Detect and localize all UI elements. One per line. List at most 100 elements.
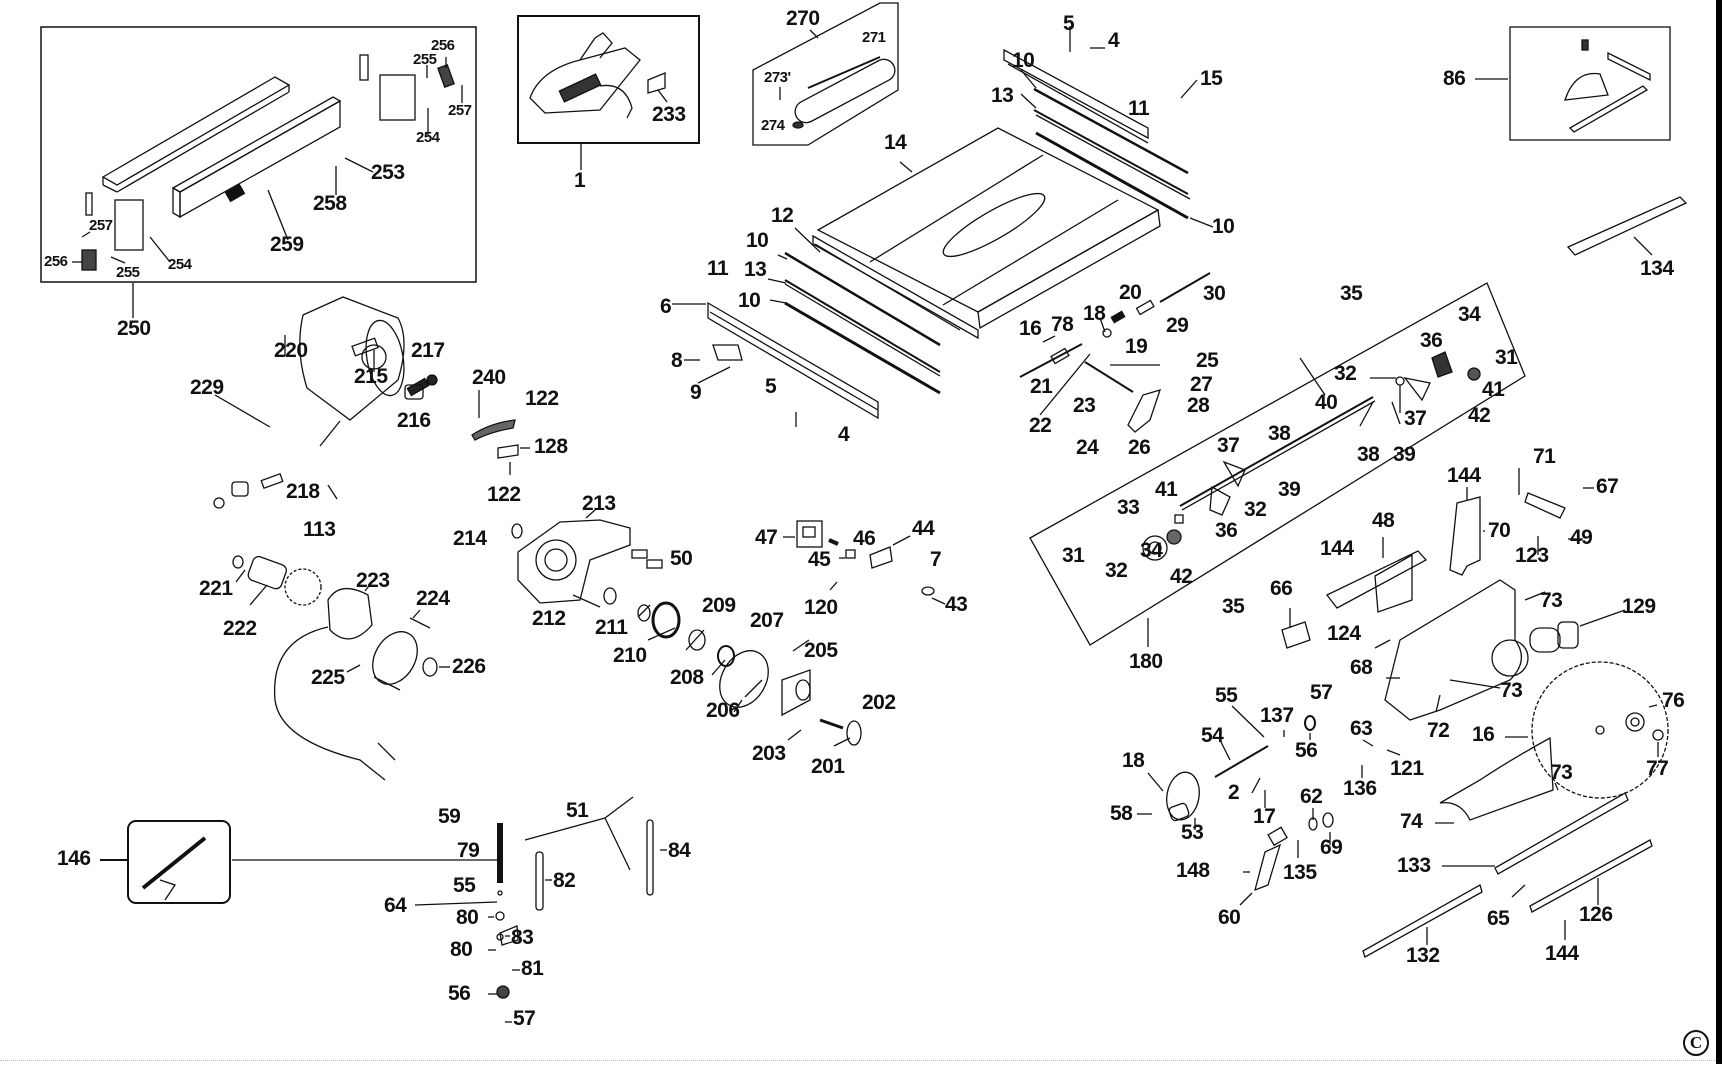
housing-218 [299, 296, 405, 421]
part-label-123: 123 [1515, 544, 1549, 567]
part-label-63: 63 [1350, 717, 1373, 740]
part-label-47: 47 [755, 526, 778, 549]
part-label-24: 24 [1076, 436, 1099, 459]
front-rails [672, 227, 941, 427]
part-label-250: 250 [117, 317, 151, 340]
part-label-1: 1 [574, 169, 586, 192]
part-label-217: 217 [411, 339, 445, 362]
part-label-18: 18 [1083, 302, 1106, 325]
bracket-70 [1449, 496, 1481, 576]
part-label-7: 7 [930, 548, 942, 571]
handwheel-53 [1166, 771, 1200, 821]
inset-box-146 [127, 820, 231, 904]
part-label-213: 213 [582, 492, 616, 515]
part-label-31: 31 [1062, 544, 1085, 567]
part-label-11: 11 [707, 257, 729, 280]
part-label-80: 80 [450, 938, 473, 961]
part-label-69: 69 [1320, 836, 1343, 859]
part-label-34: 34 [1458, 303, 1481, 326]
part-label-55: 55 [453, 874, 476, 897]
part-label-30: 30 [1203, 282, 1226, 305]
part-label-205: 205 [804, 639, 838, 662]
part-label-257: 257 [448, 102, 472, 119]
part-label-113: 113 [303, 518, 336, 541]
bracket-37b [1222, 460, 1246, 488]
part-label-214: 214 [453, 527, 487, 550]
gear-33 [1142, 535, 1168, 561]
part-label-74: 74 [1400, 810, 1423, 833]
part-label-37: 37 [1404, 407, 1427, 430]
bearing-211 [637, 604, 651, 622]
part-label-57: 57 [1310, 681, 1333, 704]
gear-housing [511, 509, 663, 608]
part-label-211: 211 [595, 616, 628, 639]
part-label-256: 256 [431, 37, 455, 54]
part-label-226: 226 [452, 655, 486, 678]
rail-133 [1494, 792, 1629, 875]
part-label-201: 201 [811, 755, 845, 778]
part-label-144: 144 [1320, 537, 1354, 560]
part-label-83: 83 [511, 926, 534, 949]
part-label-148: 148 [1176, 859, 1210, 882]
part-label-19: 19 [1125, 335, 1148, 358]
rail-6 [707, 301, 879, 420]
part-label-56: 56 [1295, 739, 1318, 762]
part-label-10: 10 [1212, 215, 1235, 238]
part-label-84: 84 [668, 839, 691, 862]
part-label-270: 270 [786, 7, 820, 30]
switch-47 [796, 520, 823, 548]
part-label-54: 54 [1201, 724, 1224, 747]
part-label-16: 16 [1019, 317, 1042, 340]
part-label-62: 62 [1300, 785, 1323, 808]
part-label-76: 76 [1662, 689, 1685, 712]
part-label-220: 220 [274, 339, 308, 362]
part-label-42: 42 [1170, 565, 1193, 588]
part-label-224: 224 [416, 587, 450, 610]
part-label-10: 10 [738, 289, 761, 312]
trunnion-68 [1384, 579, 1522, 721]
part-label-36: 36 [1215, 519, 1238, 542]
switch-assembly [783, 520, 946, 605]
bevel-scale [471, 390, 530, 475]
scale-240 [471, 419, 516, 441]
part-label-212: 212 [532, 607, 566, 630]
part-label-42: 42 [1468, 404, 1491, 427]
rod-84 [646, 819, 654, 896]
lever-26 [1127, 389, 1162, 433]
part-label-240: 240 [472, 366, 506, 389]
table-top-14 [816, 127, 1160, 313]
part-label-44: 44 [912, 517, 935, 540]
tilt-linkage [1019, 272, 1211, 433]
part-label-2: 2 [1228, 781, 1240, 804]
inset-box-270 [752, 2, 899, 146]
part-label-82: 82 [553, 869, 576, 892]
part-label-120: 120 [804, 596, 838, 619]
part-label-21: 21 [1030, 375, 1053, 398]
part-label-180: 180 [1129, 650, 1163, 673]
part-label-29: 29 [1166, 314, 1189, 337]
push-stick-inset [100, 796, 667, 1023]
rear-clamp [379, 74, 416, 121]
rail-end-cap-9 [712, 344, 743, 361]
part-label-9: 9 [690, 381, 702, 404]
part-label-128: 128 [534, 435, 568, 458]
part-label-86: 86 [1443, 67, 1466, 90]
part-label-72: 72 [1427, 719, 1450, 742]
part-label-122: 122 [525, 387, 559, 410]
part-label-78: 78 [1051, 313, 1074, 336]
part-label-57: 57 [513, 1007, 536, 1030]
field-223 [327, 588, 373, 640]
support-134 [1566, 196, 1688, 256]
part-label-22: 22 [1029, 414, 1052, 437]
part-label-58: 58 [1110, 802, 1133, 825]
part-label-38: 38 [1268, 422, 1291, 445]
page-edge-bar [1716, 0, 1722, 1064]
part-label-144: 144 [1545, 942, 1579, 965]
rear-rails [1003, 26, 1214, 228]
part-label-122: 122 [487, 483, 521, 506]
housing-213 [517, 519, 631, 604]
part-label-73: 73 [1550, 761, 1573, 784]
part-label-218: 218 [286, 480, 320, 503]
inset-box-86 [1509, 26, 1671, 141]
part-label-39: 39 [1393, 443, 1416, 466]
